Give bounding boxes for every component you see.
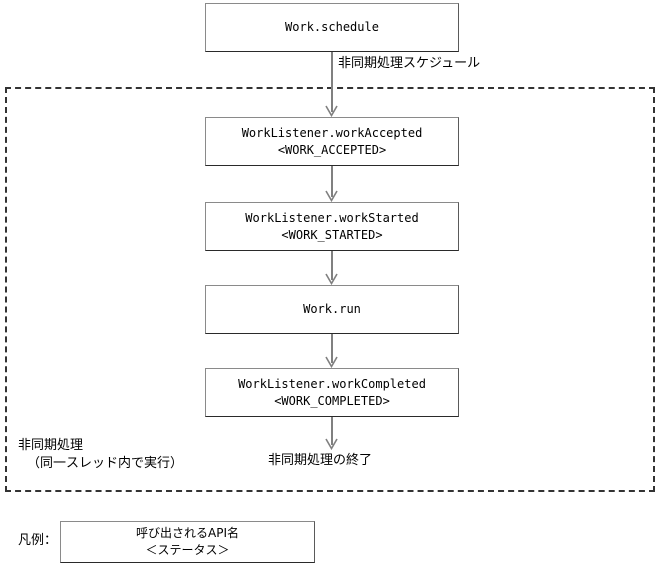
connector-run-to-completed [331,334,333,363]
arrowhead-completed [325,356,338,368]
arrowhead-accepted [325,105,338,117]
legend-caption: 凡例： [18,533,58,548]
arrowhead-end [325,438,338,450]
node-label-line1: WorkListener.workAccepted [241,125,423,140]
legend-sample-box: 呼び出されるAPI名 ＜ステータス＞ [60,521,315,563]
connector-accepted-to-started [331,166,333,197]
node-label-line1: Work.schedule [285,20,379,34]
node-worklistener-work-completed[interactable]: WorkListener.workCompleted <WORK_COMPLET… [205,368,459,417]
node-status-line2: <WORK_ACCEPTED> [277,142,387,157]
node-worklistener-work-accepted[interactable]: WorkListener.workAccepted <WORK_ACCEPTED… [205,117,459,166]
node-status-line2: <WORK_COMPLETED> [274,393,390,408]
edge-label-schedule: 非同期処理スケジュール [338,56,481,71]
end-of-async-processing-label: 非同期処理の終了 [268,453,373,468]
node-status-line2: <WORK_STARTED> [281,227,383,242]
node-label-line1: Work.run [303,302,361,316]
node-worklistener-work-started[interactable]: WorkListener.workStarted <WORK_STARTED> [205,202,459,251]
node-work-schedule[interactable]: Work.schedule [205,3,459,52]
async-region-caption: 非同期処理 （同一スレッド内で実行） [18,437,183,473]
async-region-caption-line2: （同一スレッド内で実行） [27,456,184,471]
legend-box-line2: ＜ステータス＞ [145,543,230,557]
async-region-caption-line1: 非同期処理 [18,438,84,453]
arrowhead-run [325,273,338,285]
node-label-line1: WorkListener.workStarted [245,210,419,225]
connector-schedule-to-accepted [331,52,333,112]
legend-box-line1: 呼び出されるAPI名 [136,526,239,540]
connector-completed-to-end [331,417,333,445]
async-region-boundary [5,87,655,492]
arrowhead-started [325,190,338,202]
connector-started-to-run [331,251,333,280]
node-work-run[interactable]: Work.run [205,285,459,334]
node-label-line1: WorkListener.workCompleted [238,376,426,391]
